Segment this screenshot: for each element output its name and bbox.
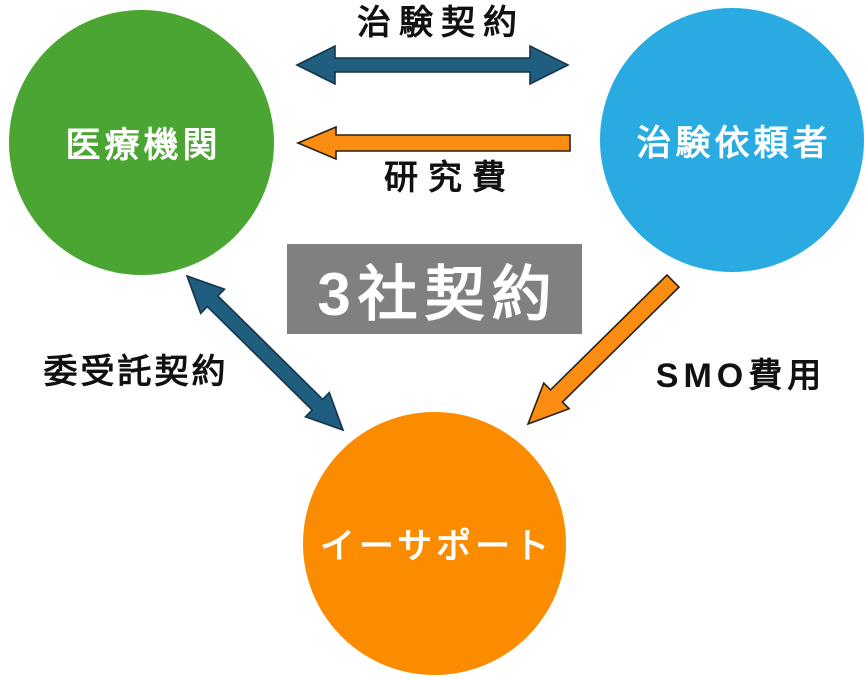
node-trial-sponsor: 治験依頼者: [600, 8, 864, 272]
edge-label-smo-fee: SMO費用: [655, 357, 827, 395]
arrow-research-fee: [295, 125, 571, 161]
edge-label-trial-contract: 治験契約: [357, 4, 525, 42]
edge-label-research-fee: 研究費: [384, 159, 516, 197]
node-medical-institution: 医療機関: [9, 10, 274, 275]
center-contract-box: 3社契約: [287, 244, 582, 334]
node-trial-sponsor-label: 治験依頼者: [636, 123, 832, 163]
edge-label-consignment-contract: 委受託契約: [43, 353, 229, 391]
center-contract-box-label: 3社契約: [317, 260, 559, 328]
node-esupport-label: イーサポート: [319, 527, 554, 566]
node-esupport: イーサポート: [303, 412, 566, 675]
node-medical-institution-label: 医療機関: [65, 126, 222, 165]
arrow-trial-contract: [295, 44, 570, 86]
